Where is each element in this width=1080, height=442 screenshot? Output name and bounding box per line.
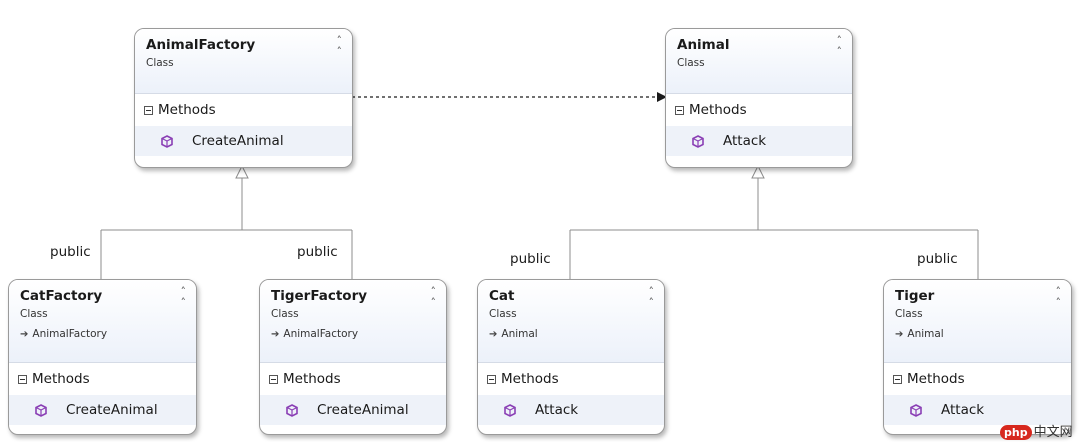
connector-label-tiger: public bbox=[917, 251, 958, 267]
class-stereotype: Class bbox=[271, 308, 299, 320]
class-box-tiger[interactable]: Tiger Class ➔Animal ˄˄ Methods Attack bbox=[883, 279, 1072, 435]
inheritance-arrow-icon: ➔ bbox=[271, 329, 280, 340]
class-box-catfactory[interactable]: CatFactory Class ➔AnimalFactory ˄˄ Metho… bbox=[8, 279, 197, 435]
minus-box-icon[interactable] bbox=[144, 105, 153, 115]
class-header: CatFactory Class ➔AnimalFactory ˄˄ bbox=[9, 280, 196, 363]
method-row[interactable]: Attack bbox=[666, 126, 852, 156]
section-label: Methods bbox=[689, 102, 747, 118]
method-label: Attack bbox=[941, 402, 985, 418]
method-cube-icon bbox=[504, 403, 516, 417]
class-name: CatFactory bbox=[20, 288, 103, 304]
method-row[interactable]: Attack bbox=[478, 395, 664, 425]
base-class-label: AnimalFactory bbox=[283, 328, 359, 340]
class-name: Cat bbox=[489, 288, 515, 304]
minus-box-icon[interactable] bbox=[675, 105, 684, 115]
methods-section-header[interactable]: Methods bbox=[884, 363, 1071, 395]
method-label: CreateAnimal bbox=[317, 402, 409, 418]
class-stereotype: Class bbox=[20, 308, 48, 320]
method-label: CreateAnimal bbox=[192, 133, 284, 149]
class-box-animal[interactable]: Animal Class ˄˄ Methods Attack bbox=[665, 28, 853, 168]
minus-box-icon[interactable] bbox=[269, 374, 278, 384]
class-name: Tiger bbox=[895, 288, 935, 304]
connector-label-cat: public bbox=[510, 251, 551, 267]
inheritance-triangle-icon bbox=[235, 164, 249, 179]
method-row[interactable]: CreateAnimal bbox=[9, 395, 196, 425]
class-box-cat[interactable]: Cat Class ➔Animal ˄˄ Methods Attack bbox=[477, 279, 665, 435]
double-chevron-up-icon[interactable]: ˄˄ bbox=[836, 34, 843, 58]
method-cube-icon bbox=[35, 403, 47, 417]
methods-section-header[interactable]: Methods bbox=[9, 363, 196, 395]
dependency-arrowhead-icon bbox=[657, 92, 667, 102]
watermark-text: 中文网 bbox=[1033, 425, 1073, 440]
minus-box-icon[interactable] bbox=[893, 374, 902, 384]
double-chevron-up-icon[interactable]: ˄˄ bbox=[430, 285, 437, 309]
double-chevron-up-icon[interactable]: ˄˄ bbox=[180, 285, 187, 309]
method-cube-icon bbox=[286, 403, 298, 417]
minus-box-icon[interactable] bbox=[18, 374, 27, 384]
double-chevron-up-icon[interactable]: ˄˄ bbox=[648, 285, 655, 309]
class-header: AnimalFactory Class ˄˄ bbox=[135, 29, 352, 94]
class-name: Animal bbox=[677, 37, 730, 53]
base-class-ref: ➔AnimalFactory bbox=[271, 327, 446, 342]
method-label: CreateAnimal bbox=[66, 402, 158, 418]
method-cube-icon bbox=[910, 403, 922, 417]
class-header: TigerFactory Class ➔AnimalFactory ˄˄ bbox=[260, 280, 446, 363]
class-stereotype: Class bbox=[146, 57, 174, 69]
inheritance-arrow-icon: ➔ bbox=[895, 329, 904, 340]
class-box-tigerfactory[interactable]: TigerFactory Class ➔AnimalFactory ˄˄ Met… bbox=[259, 279, 447, 435]
class-box-animalfactory[interactable]: AnimalFactory Class ˄˄ Methods CreateAni… bbox=[134, 28, 353, 168]
class-header: Cat Class ➔Animal ˄˄ bbox=[478, 280, 664, 363]
methods-section-header[interactable]: Methods bbox=[478, 363, 664, 395]
class-stereotype: Class bbox=[895, 308, 923, 320]
section-label: Methods bbox=[32, 371, 90, 387]
base-class-label: Animal bbox=[501, 328, 538, 340]
connector-label-catfactory: public bbox=[50, 244, 91, 260]
section-label: Methods bbox=[158, 102, 216, 118]
base-class-label: Animal bbox=[907, 328, 944, 340]
inheritance-arrow-icon: ➔ bbox=[20, 329, 29, 340]
section-label: Methods bbox=[283, 371, 341, 387]
section-label: Methods bbox=[907, 371, 965, 387]
methods-section-header[interactable]: Methods bbox=[135, 94, 352, 126]
section-label: Methods bbox=[501, 371, 559, 387]
class-stereotype: Class bbox=[677, 57, 705, 69]
base-class-ref: ➔AnimalFactory bbox=[20, 327, 196, 342]
inheritance-triangle-icon bbox=[751, 164, 765, 179]
base-class-label: AnimalFactory bbox=[32, 328, 108, 340]
methods-section-header[interactable]: Methods bbox=[260, 363, 446, 395]
method-row[interactable]: CreateAnimal bbox=[135, 126, 352, 156]
class-header: Animal Class ˄˄ bbox=[666, 29, 852, 94]
method-cube-icon bbox=[692, 134, 704, 148]
class-name: TigerFactory bbox=[271, 288, 368, 304]
class-header: Tiger Class ➔Animal ˄˄ bbox=[884, 280, 1071, 363]
watermark-brand: php bbox=[1000, 425, 1032, 440]
minus-box-icon[interactable] bbox=[487, 374, 496, 384]
connector-label-tigerfactory: public bbox=[297, 244, 338, 260]
method-cube-icon bbox=[161, 134, 173, 148]
method-label: Attack bbox=[723, 133, 767, 149]
inheritance-arrow-icon: ➔ bbox=[489, 329, 498, 340]
class-stereotype: Class bbox=[489, 308, 517, 320]
methods-section-header[interactable]: Methods bbox=[666, 94, 852, 126]
method-label: Attack bbox=[535, 402, 579, 418]
base-class-ref: ➔Animal bbox=[895, 327, 1071, 342]
base-class-ref: ➔Animal bbox=[489, 327, 664, 342]
method-row[interactable]: CreateAnimal bbox=[260, 395, 446, 425]
double-chevron-up-icon[interactable]: ˄˄ bbox=[336, 34, 343, 58]
class-name: AnimalFactory bbox=[146, 37, 256, 53]
double-chevron-up-icon[interactable]: ˄˄ bbox=[1055, 285, 1062, 309]
method-row[interactable]: Attack bbox=[884, 395, 1071, 425]
